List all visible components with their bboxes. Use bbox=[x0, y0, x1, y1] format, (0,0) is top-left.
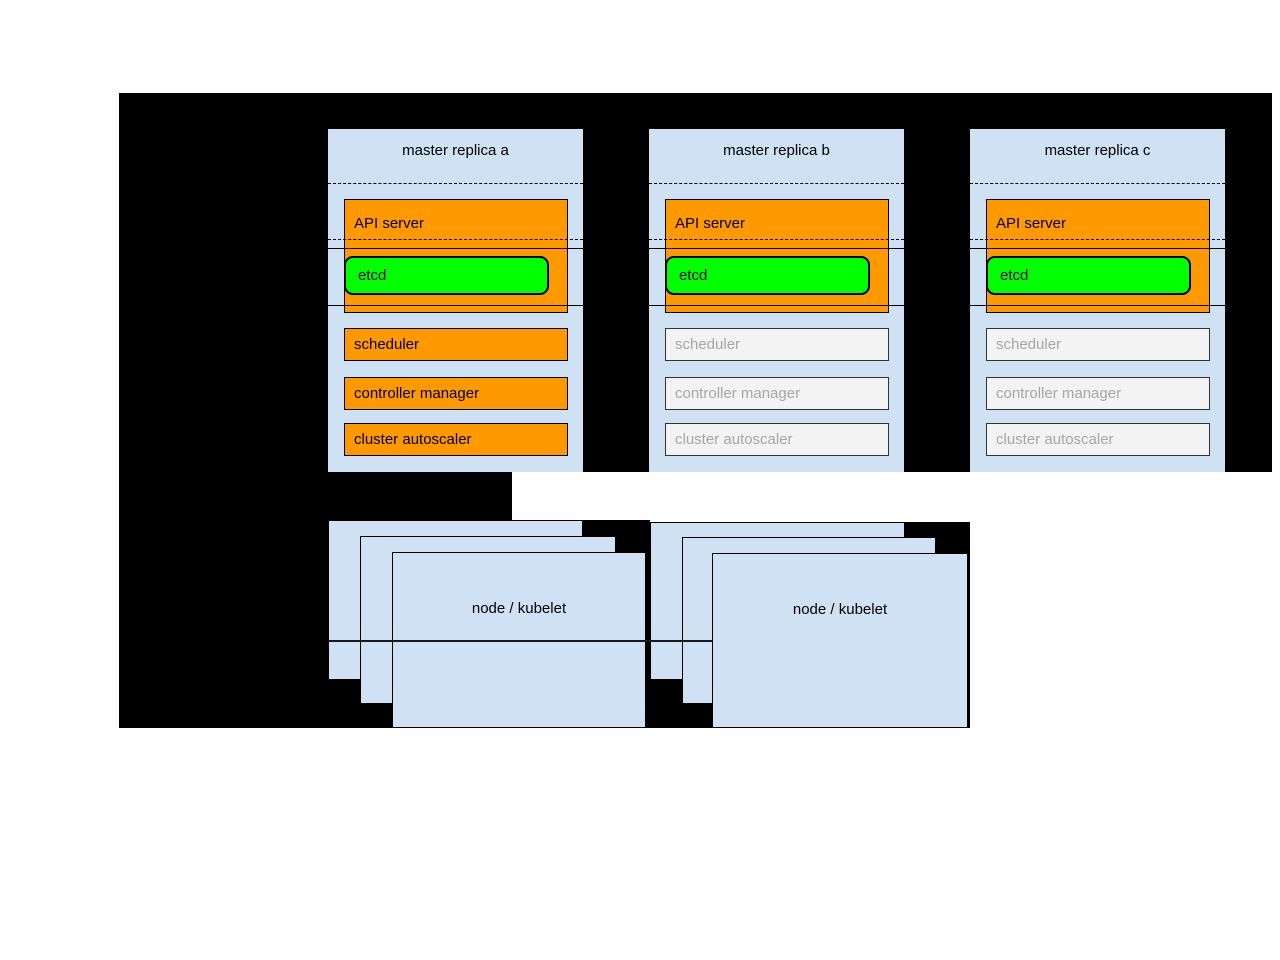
master-replica-a-panel: master replica a API server etcd schedul… bbox=[328, 129, 583, 472]
divider-solid bbox=[649, 305, 904, 306]
backdrop-notch bbox=[119, 472, 512, 520]
node-stack-2-front: node / kubelet bbox=[712, 553, 968, 728]
cluster-autoscaler-box: cluster autoscaler bbox=[665, 423, 889, 456]
node-kubelet-label: node / kubelet bbox=[792, 601, 888, 618]
controller-manager-box: controller manager bbox=[986, 377, 1210, 410]
node-title-divider-line bbox=[328, 640, 712, 642]
divider-dashed bbox=[970, 239, 1225, 240]
divider-solid bbox=[649, 248, 904, 249]
divider-dashed bbox=[649, 183, 904, 184]
controller-manager-box: controller manager bbox=[344, 377, 568, 410]
master-replica-b-panel: master replica b API server etcd schedul… bbox=[649, 129, 904, 472]
cluster-autoscaler-box: cluster autoscaler bbox=[344, 423, 568, 456]
api-server-label: API server bbox=[675, 215, 746, 232]
api-server-label: API server bbox=[996, 215, 1067, 232]
scheduler-box: scheduler bbox=[665, 328, 889, 361]
scheduler-box: scheduler bbox=[986, 328, 1210, 361]
etcd-box: etcd bbox=[986, 256, 1191, 295]
controller-manager-box: controller manager bbox=[665, 377, 889, 410]
etcd-box: etcd bbox=[344, 256, 549, 295]
node-kubelet-label: node / kubelet bbox=[471, 600, 567, 617]
etcd-box: etcd bbox=[665, 256, 870, 295]
divider-solid bbox=[328, 248, 583, 249]
divider-solid bbox=[970, 305, 1225, 306]
scheduler-box: scheduler bbox=[344, 328, 568, 361]
cluster-autoscaler-box: cluster autoscaler bbox=[986, 423, 1210, 456]
divider-dashed bbox=[649, 239, 904, 240]
divider-dashed bbox=[970, 183, 1225, 184]
master-replica-c-title: master replica c bbox=[1044, 142, 1151, 159]
master-replica-b-title: master replica b bbox=[723, 142, 830, 159]
master-replica-a-title: master replica a bbox=[402, 142, 509, 159]
master-replica-c-panel: master replica c API server etcd schedul… bbox=[970, 129, 1225, 472]
divider-solid bbox=[970, 248, 1225, 249]
api-server-label: API server bbox=[354, 215, 425, 232]
divider-dashed bbox=[328, 183, 583, 184]
divider-solid bbox=[328, 305, 583, 306]
divider-dashed bbox=[328, 239, 583, 240]
